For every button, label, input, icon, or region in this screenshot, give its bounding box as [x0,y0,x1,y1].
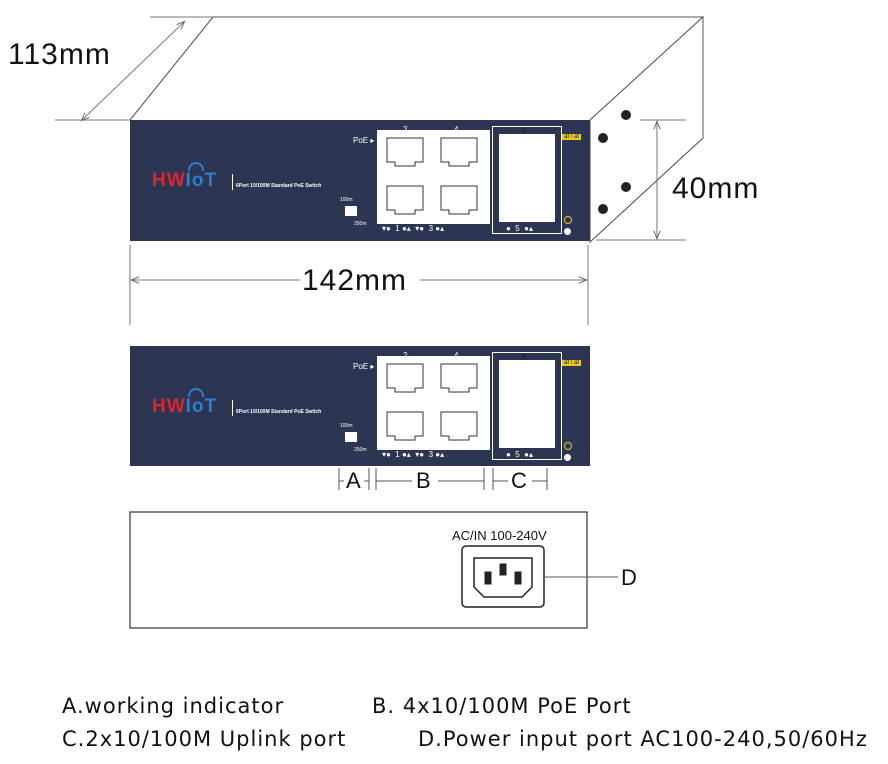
rj45-port [440,185,478,215]
mode-bottom-label: 250m [354,221,367,227]
uplink-frame [492,126,562,234]
af-at-badge: af / at [562,360,582,366]
port-number: 2 [403,351,408,360]
logo-divider [232,174,233,190]
poe-port-block [377,356,490,450]
uplink-led-row: ● 5 ●▴ [506,450,534,459]
brand-logo: HWIoT [152,170,217,192]
port-led-row: ▾● 1 ●▴ ▾● 3 ●▴ [382,224,445,233]
poe-label: PoE ▸ [353,136,375,145]
legend-a: A.working indicator [62,694,285,718]
rj45-ports [386,363,478,441]
brand-logo-red: HW [152,170,186,191]
wifi-icon [188,388,204,397]
power-input-label: AC/IN 100-240V [452,528,547,543]
legend-b: B. 4x10/100M PoE Port [372,694,632,718]
uplink-number: 6 [522,127,527,136]
rj45-port [440,411,478,441]
mode-top-label: 100m [340,423,353,429]
port-number: 2 [403,125,408,134]
model-text: 6Port 10/100M Standard PoE Switch [236,183,322,189]
height-label: 40mm [672,172,760,205]
power-icon [564,216,572,224]
rj45-port [386,411,424,441]
socket-pin [499,563,507,576]
width-dimension [129,245,589,325]
side-hole [621,182,631,192]
height-dimension [596,119,686,241]
width-label: 142mm [302,264,408,297]
port-number: 4 [454,351,459,360]
uplink-port [499,360,555,448]
brand-logo-blue: IoT [185,396,218,417]
wifi-icon [188,162,204,171]
rj45-port [386,137,424,167]
uplink-number: 6 [522,353,527,362]
legend-c: C.2x10/100M Uplink port [62,727,347,751]
uplink-port [499,134,555,222]
callout-brackets [338,468,548,490]
callout-b: B [416,468,431,493]
port-led-row: ▾● 1 ●▴ ▾● 3 ●▴ [382,450,445,459]
power-led [564,454,571,461]
poe-label: PoE ▸ [353,362,375,371]
rj45-port [440,137,478,167]
side-hole [598,204,608,214]
rj45-ports [386,137,478,215]
front-panel-labeled: HWIoT 6Port 10/100M Standard PoE Switch … [130,346,590,466]
poe-port-block [377,130,490,224]
depth-dimension [55,16,213,120]
port-number: 4 [454,125,459,134]
brand-logo: HWIoT [152,396,217,418]
mode-top-label: 100m [340,197,353,203]
legend-d: D.Power input port AC100-240,50/60Hz [418,727,868,751]
mode-switch[interactable] [345,432,357,442]
rj45-port [386,185,424,215]
callout-a: A [346,468,361,493]
box-side-face [589,15,704,244]
rj45-port [440,363,478,393]
side-hole [621,110,631,120]
uplink-frame [492,352,562,460]
uplink-led-row: ● 5 ●▴ [506,224,534,233]
model-text: 6Port 10/100M Standard PoE Switch [236,409,322,415]
callout-d: D [621,565,637,590]
mode-bottom-label: 250m [354,447,367,453]
rj45-port [386,363,424,393]
socket-pin [484,571,492,585]
callout-c: C [511,468,527,493]
brand-logo-red: HW [152,396,186,417]
mode-switch[interactable] [345,206,357,216]
brand-logo-blue: IoT [185,170,218,191]
side-hole [598,133,608,143]
power-led [564,228,571,235]
logo-divider [232,400,233,416]
socket-pin [514,571,522,585]
af-at-badge: af / at [562,134,582,140]
front-panel: HWIoT 6Port 10/100M Standard PoE Switch … [130,120,590,241]
depth-label: 113mm [8,38,111,71]
power-icon [564,442,572,450]
rear-panel [129,511,588,629]
